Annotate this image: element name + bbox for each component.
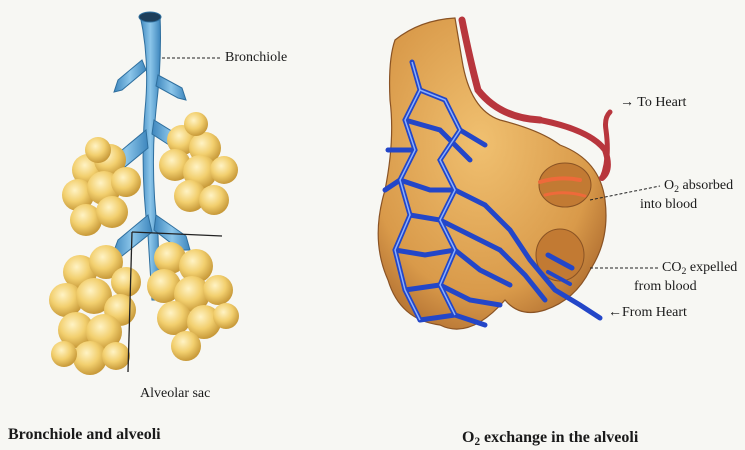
from-heart-label: ←From Heart	[608, 305, 687, 321]
alveolar-sac-label: Alveolar sac	[140, 386, 210, 402]
alveolar-cluster-lower-left	[49, 245, 141, 375]
left-caption: Bronchiole and alveoli	[8, 426, 161, 444]
to-heart-label: → To Heart	[620, 95, 686, 111]
alveolar-cluster-lower-right	[147, 242, 239, 361]
co2-expelled-label-line2: from blood	[634, 279, 697, 295]
right-caption: O2 exchange in the alveoli	[462, 429, 638, 448]
alveolar-cluster-upper-right	[159, 112, 238, 215]
co2-expelled-label: CO2 expelled	[662, 260, 737, 280]
o2-absorbed-label-line2: into blood	[640, 197, 697, 213]
o2-absorbed-label: O2 absorbed	[664, 178, 733, 198]
bronchiole-label: Bronchiole	[225, 50, 287, 66]
